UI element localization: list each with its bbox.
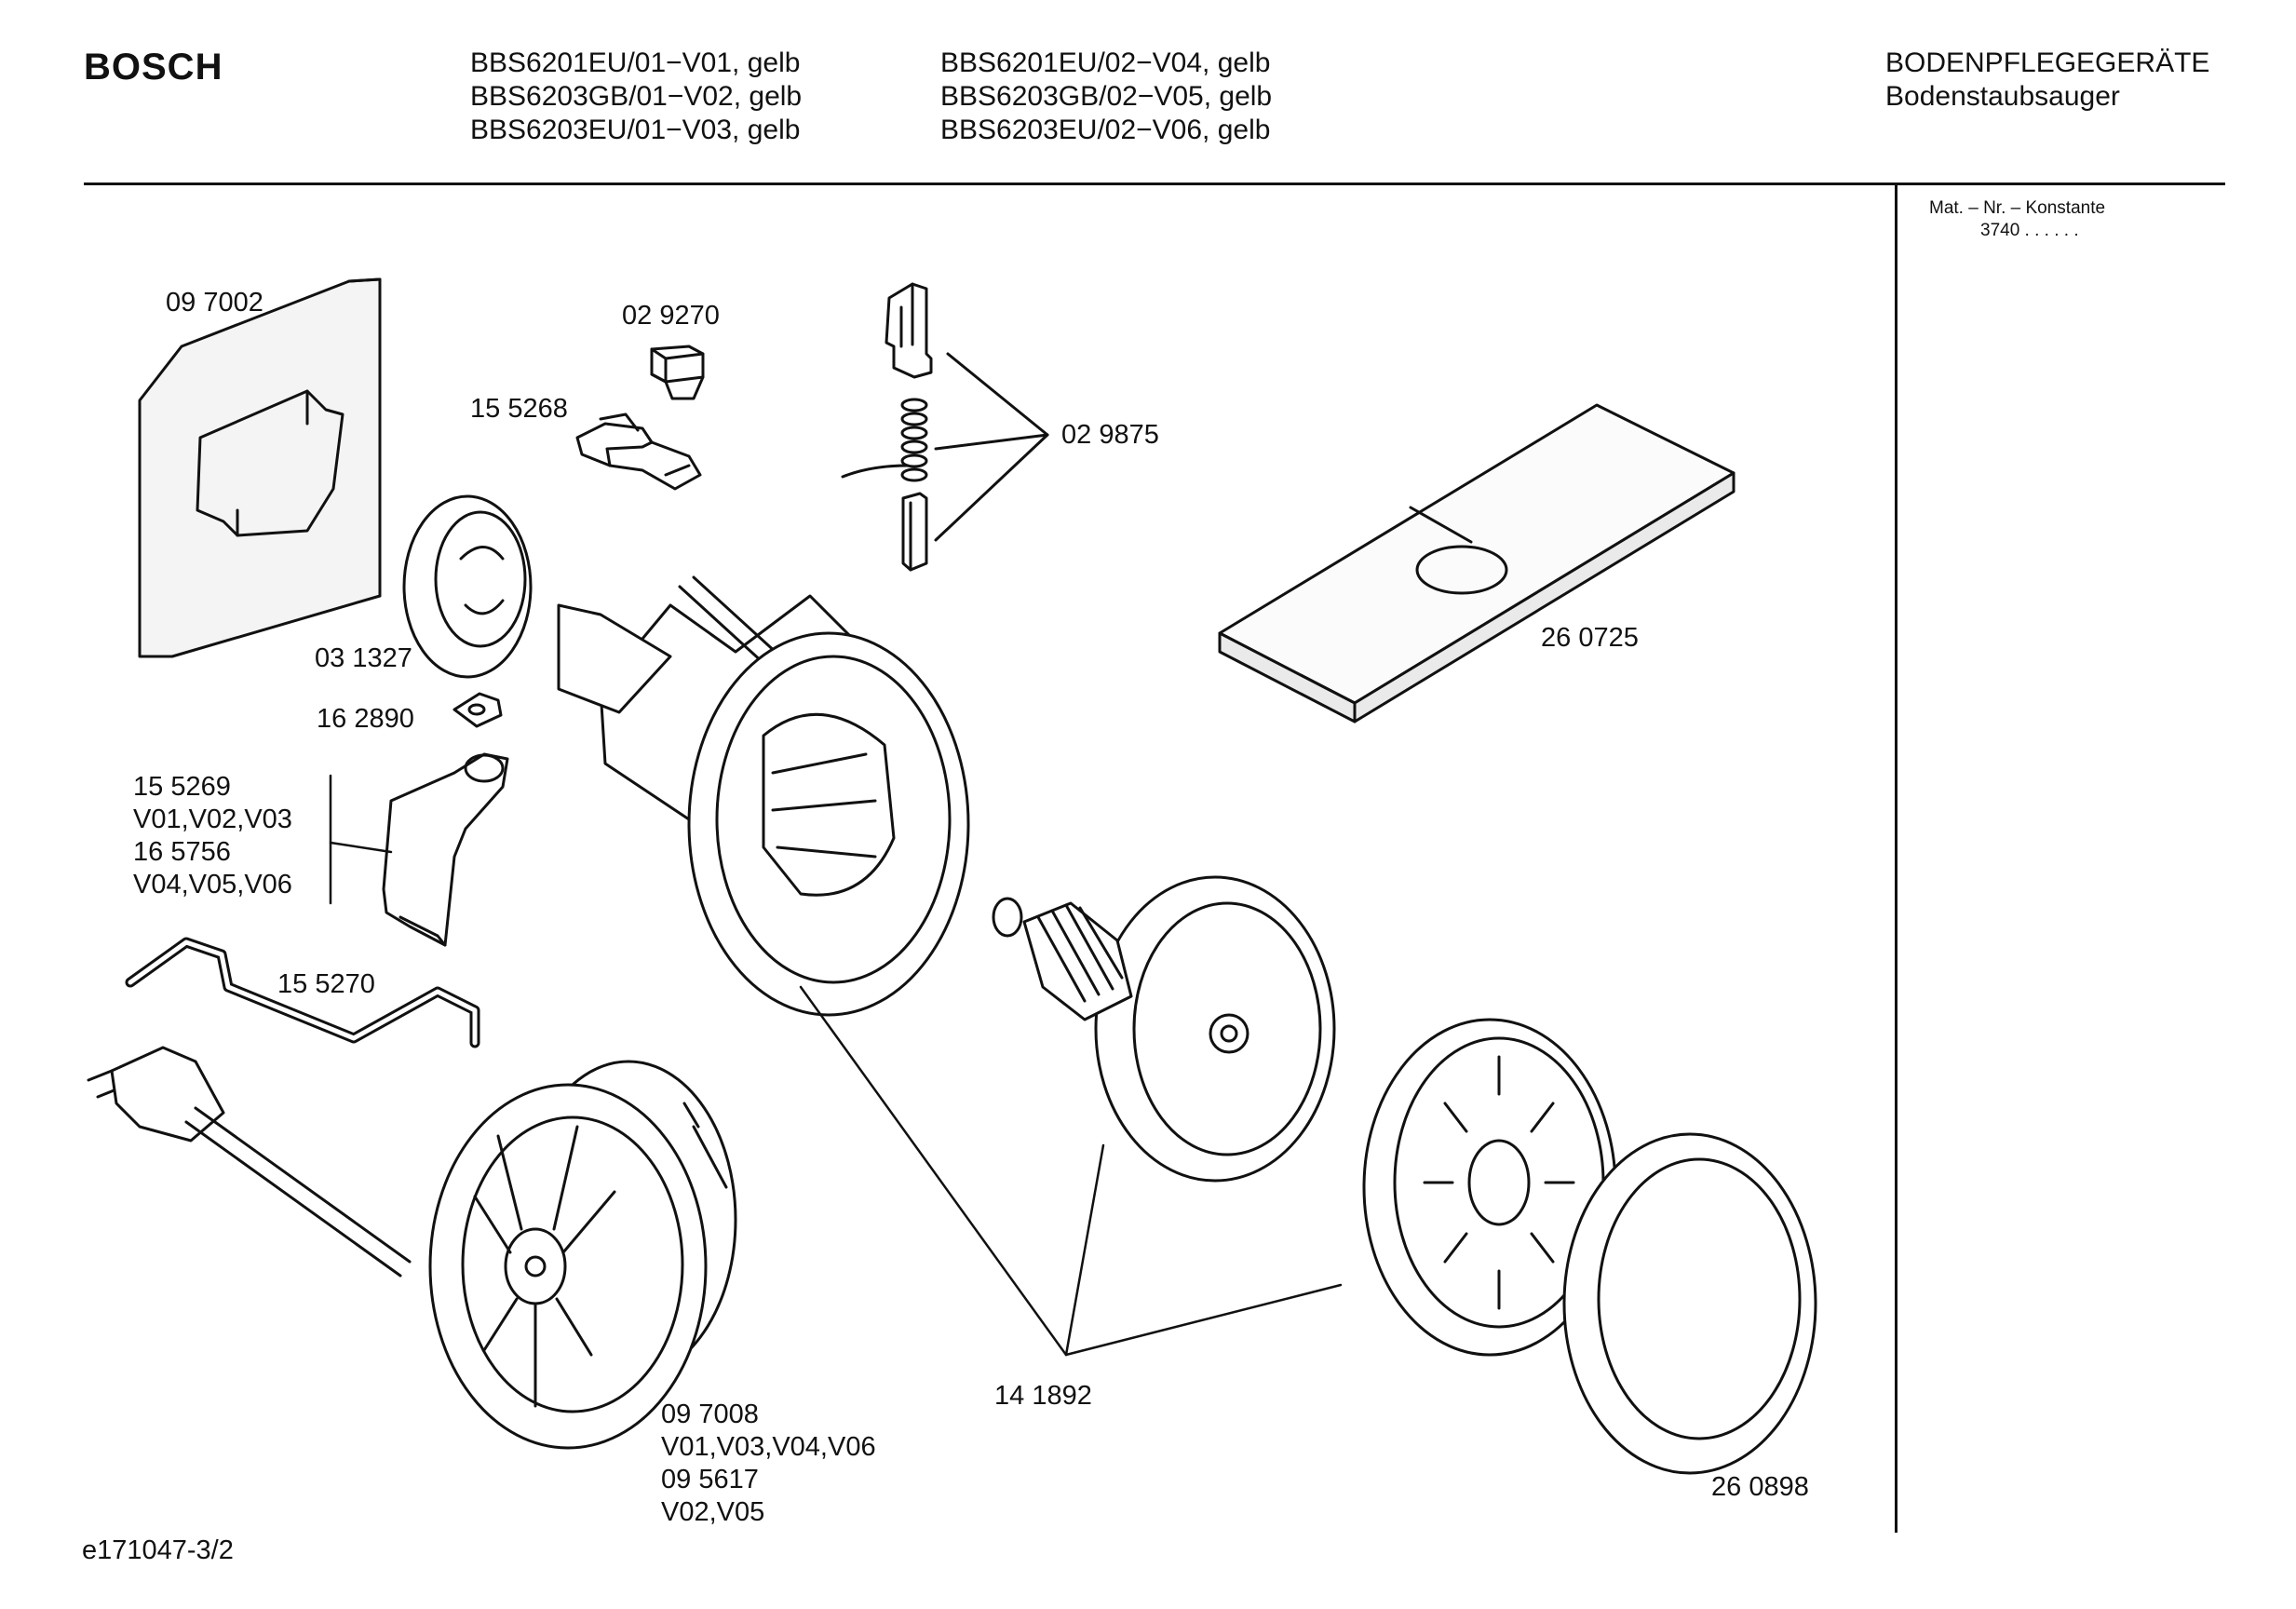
part-label: 09 5617 (661, 1465, 759, 1494)
part-label: 26 0725 (1541, 623, 1639, 653)
part-filter-pad (1218, 403, 1736, 723)
brush-spring (900, 398, 928, 482)
category-title: BODENPFLEGEGERÄTE (1885, 47, 2210, 78)
part-variant: V01,V03,V04,V06 (661, 1432, 876, 1462)
part-carbon-brushes (841, 282, 1049, 572)
part-label: 15 5268 (470, 394, 568, 424)
category-block: BODENPFLEGEGERÄTE Bodenstaubsauger (1885, 47, 2209, 114)
mat-number-label: Mat. – Nr. – Konstante (1929, 198, 2106, 218)
part-label: 26 0898 (1711, 1472, 1809, 1502)
model-item: BBS6203GB/02−V05, gelb (940, 81, 1273, 112)
mat-number-value: 3740 . . . . . . (1980, 221, 2079, 240)
part-label: 09 7008 (661, 1399, 759, 1429)
part-cable-reel (428, 1060, 737, 1450)
brand-logo: BOSCH (84, 47, 223, 88)
part-variant: V02,V05 (661, 1497, 765, 1527)
part-switch-bracket (575, 412, 702, 491)
part-label-group: 15 5269 V01,V02,V03 16 5756 V04,V05,V06 (133, 771, 292, 901)
part-cover-plate (138, 277, 382, 658)
model-item: BBS6201EU/01−V01, gelb (470, 47, 801, 78)
part-small-clip (452, 692, 503, 728)
part-motor-housing (557, 575, 970, 1017)
part-label: 09 7002 (166, 288, 263, 318)
part-variant: V01,V02,V03 (133, 804, 292, 834)
mat-number-block: Mat. – Nr. – Konstante 3740 . . . . . . (1929, 197, 2105, 242)
part-seal-ring (1562, 1132, 1817, 1475)
model-item: BBS6203GB/01−V02, gelb (470, 81, 803, 112)
model-item: BBS6201EU/02−V04, gelb (940, 47, 1271, 78)
part-label: 16 2890 (317, 704, 414, 734)
model-item: BBS6203EU/01−V03, gelb (470, 115, 801, 145)
part-wire-spring (125, 937, 480, 1048)
part-variant: V04,V05,V06 (133, 870, 292, 899)
part-label: 02 9270 (622, 301, 720, 331)
header-divider (84, 183, 2225, 185)
part-label: 15 5270 (277, 969, 375, 999)
leader-lines (329, 774, 1343, 1357)
model-list-right: BBS6201EU/02−V04, gelb BBS6203GB/02−V05,… (940, 47, 1272, 147)
part-label-group: 09 7008 V01,V03,V04,V06 09 5617 V02,V05 (661, 1399, 876, 1529)
part-label: 16 5756 (133, 837, 231, 867)
part-label: 15 5269 (133, 772, 231, 802)
drawing-code: e171047-3/2 (82, 1535, 234, 1565)
part-cable-bracket (382, 752, 509, 947)
part-switch-button (650, 345, 705, 400)
model-item: BBS6203EU/02−V06, gelb (940, 115, 1271, 145)
category-subtitle: Bodenstaubsauger (1885, 81, 2120, 112)
model-list-left: BBS6201EU/01−V01, gelb BBS6203GB/01−V02,… (470, 47, 802, 147)
part-bearing-ring (402, 494, 533, 679)
sidebar-divider (1895, 183, 1898, 1533)
part-power-cord (87, 1046, 412, 1278)
part-label: 14 1892 (994, 1381, 1092, 1411)
part-label: 03 1327 (315, 643, 412, 673)
part-fan-impeller (992, 875, 1336, 1183)
part-label: 02 9875 (1061, 420, 1159, 450)
